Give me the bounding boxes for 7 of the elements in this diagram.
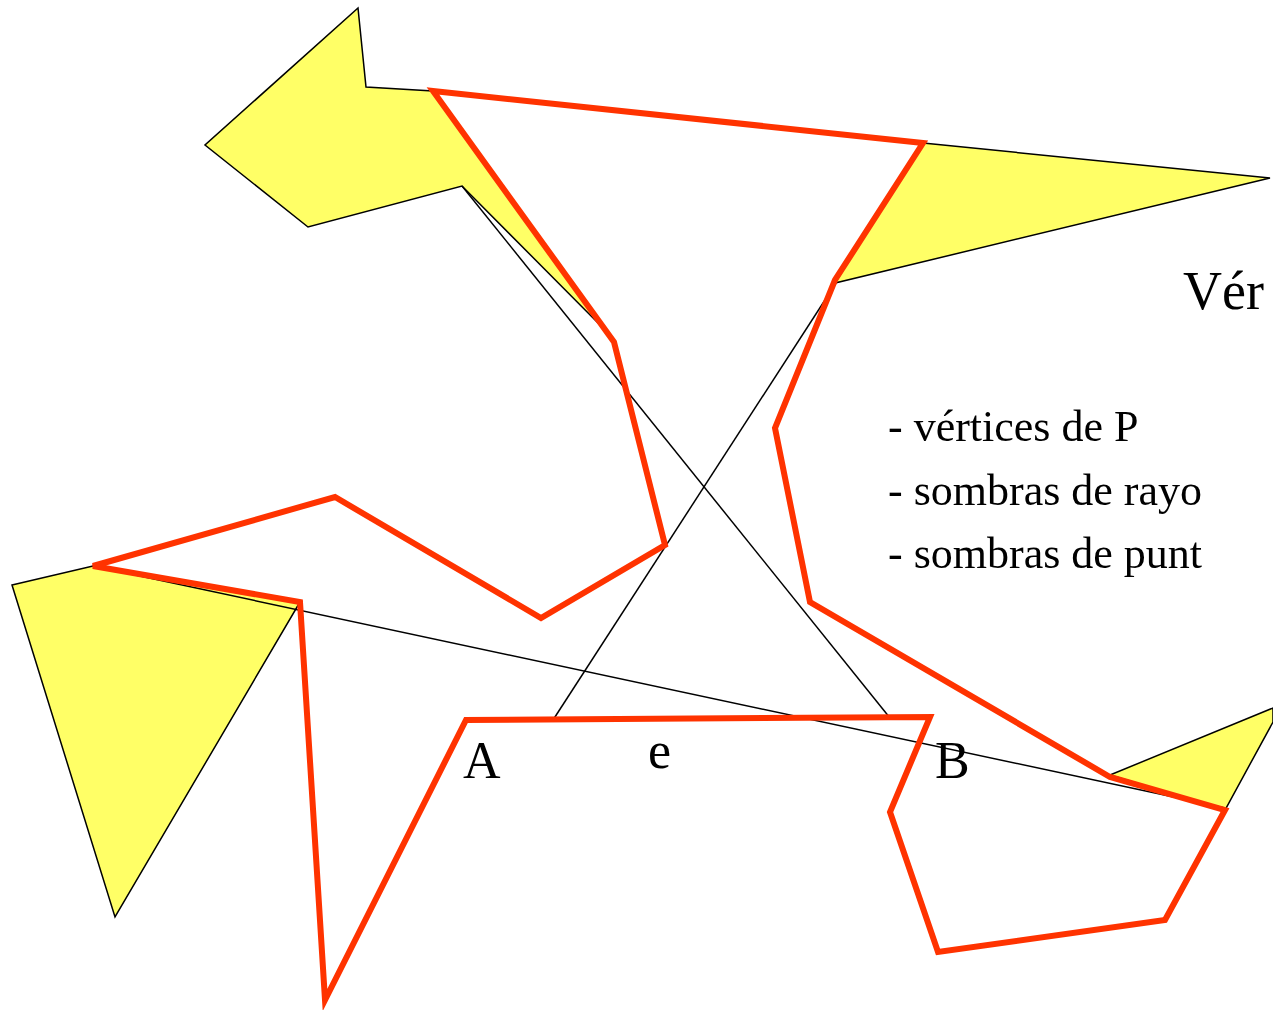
list-item: - sombras de punt (888, 532, 1203, 577)
vertex-label: A (463, 735, 501, 788)
list-item: - vértices de P (888, 405, 1139, 450)
heading-text: Vér (1183, 263, 1264, 318)
vertex-label: B (935, 735, 970, 788)
segment-letter: e (648, 725, 672, 778)
list-item: - sombras de rayo (888, 469, 1202, 514)
